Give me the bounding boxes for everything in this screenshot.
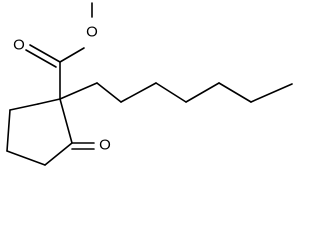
bond-chain-2	[96, 82, 122, 103]
bond-ring-c2-c3	[9, 103, 39, 111]
bond-ring-c3-c4	[6, 109, 11, 152]
bond-ring-c5-c6	[44, 142, 73, 166]
bond-o-carbonyl	[59, 47, 85, 63]
bond-chain-6	[218, 82, 252, 103]
bond-chain-1	[59, 82, 98, 100]
bond-ring-c1-c2	[37, 98, 61, 105]
bond-chain-3	[120, 82, 157, 103]
bond-chain-5	[185, 82, 220, 103]
ester-oxygen-label: O	[86, 24, 98, 41]
bond-carbonyl-double-2	[25, 49, 57, 68]
atom-labels: O O O	[13, 24, 111, 154]
ketone-oxygen-label: O	[99, 137, 111, 154]
chemical-structure: O O O	[6, 2, 293, 166]
bond-chain-7	[250, 83, 293, 103]
bond-chain-4	[155, 82, 187, 103]
carbonyl-oxygen-label: O	[13, 37, 25, 54]
bond-ring-c4-c5	[6, 150, 46, 166]
bond-ring-c6-c1	[59, 98, 73, 144]
bonds	[6, 2, 293, 166]
bond-carbonyl-double-1	[29, 44, 61, 63]
